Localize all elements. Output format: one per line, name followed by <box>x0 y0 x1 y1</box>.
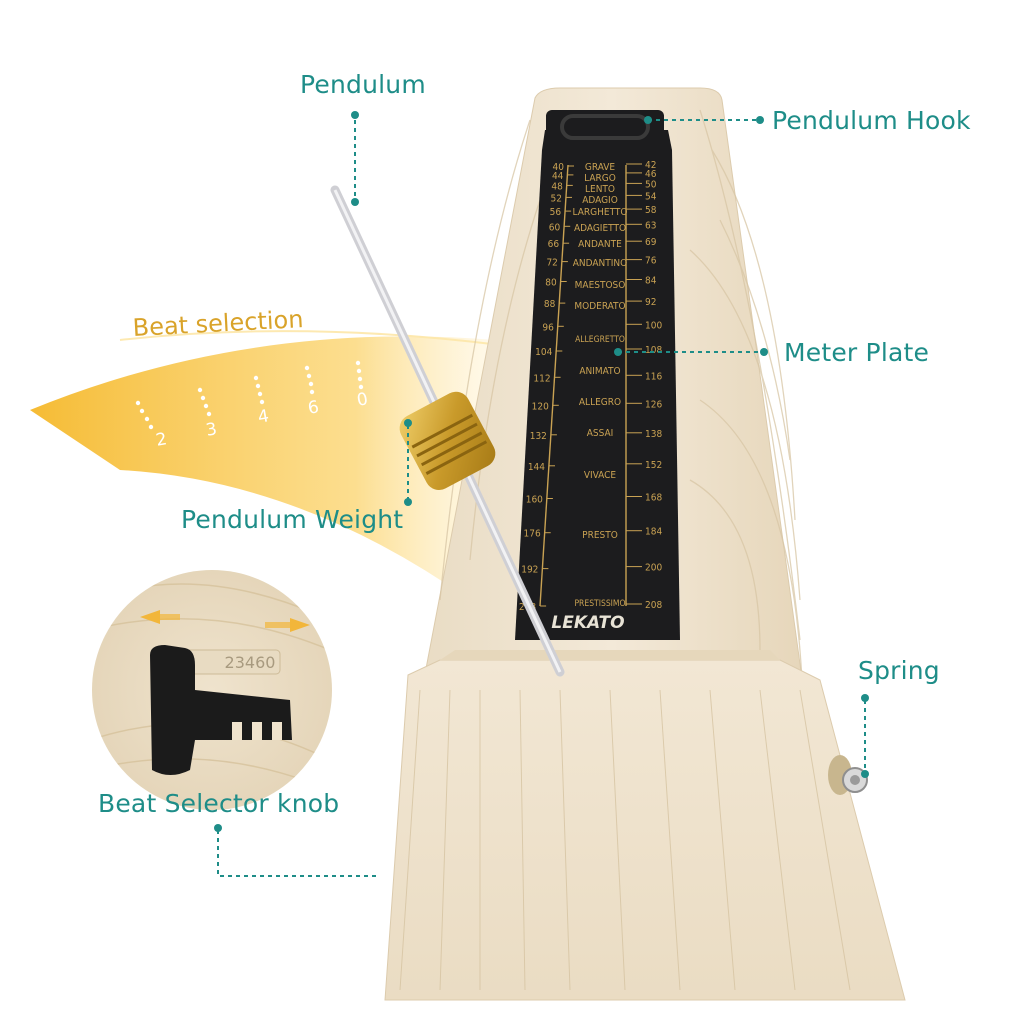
callout-lines <box>217 119 866 877</box>
tempo-left-11: 104 <box>535 347 552 358</box>
brand-logo: LEKATO <box>551 613 624 633</box>
tempo-marking-3: ADAGIO <box>582 195 618 206</box>
tempo-right-15: 152 <box>645 460 662 471</box>
beat-dots <box>135 360 364 430</box>
tempo-right-3: 54 <box>645 191 657 202</box>
tempo-left-7: 72 <box>546 258 557 269</box>
tempo-right-0: 42 <box>645 160 656 171</box>
beat-selector-knob <box>150 645 292 775</box>
tempo-left-17: 176 <box>524 529 541 540</box>
tempo-marking-7: ANDANTINO <box>573 258 627 269</box>
knob-scale-text: 23460 <box>225 653 276 672</box>
tempo-marking-9: MODERATO <box>574 301 625 312</box>
tempo-left-10: 96 <box>542 322 554 333</box>
tempo-left-0: 40 <box>553 162 565 173</box>
beat-selection-fan <box>30 336 495 600</box>
tempo-marking-13: ASSAI <box>587 428 614 439</box>
tempo-marking-10: ALLEGRETTO <box>575 335 625 345</box>
tempo-marking-14: VIVACE <box>584 470 617 481</box>
tempo-left-1: 44 <box>552 171 564 182</box>
tempo-right-17: 184 <box>645 527 662 538</box>
label-pendulum: Pendulum <box>300 70 426 99</box>
wood-grain <box>439 109 803 681</box>
tempo-marking-6: ANDANTE <box>578 239 622 250</box>
tempo-marking-5: ADAGIETTO <box>574 223 626 234</box>
label-pendulum-weight: Pendulum Weight <box>181 505 404 534</box>
tempo-left-15: 144 <box>528 462 545 473</box>
tempo-right-8: 84 <box>645 276 657 287</box>
tempo-left-18: 192 <box>521 565 538 576</box>
tempo-right-5: 63 <box>645 220 656 231</box>
tempo-marking-1: LARGO <box>584 173 616 184</box>
tempo-marking-11: ANIMATO <box>579 366 620 377</box>
tempo-right-1: 46 <box>645 169 657 180</box>
tempo-right-18: 200 <box>645 563 662 574</box>
tempo-marking-4: LARGHETTO <box>573 207 628 218</box>
tempo-left-2: 48 <box>551 181 563 192</box>
tempo-marking-12: ALLEGRO <box>579 397 621 408</box>
tempo-left-4: 56 <box>550 207 562 218</box>
tempo-right-11: 108 <box>645 345 662 356</box>
tempo-left-14: 132 <box>530 431 547 442</box>
tempo-right-2: 50 <box>645 179 657 190</box>
tempo-right-13: 126 <box>645 399 662 410</box>
callout-dots <box>214 111 869 832</box>
label-beat-selector-knob: Beat Selector knob <box>98 789 340 818</box>
label-spring: Spring <box>858 656 940 685</box>
tempo-right-16: 168 <box>645 493 662 504</box>
tempo-left-8: 80 <box>545 278 557 289</box>
tempo-left-3: 52 <box>551 193 562 204</box>
tempo-marking-0: GRAVE <box>585 162 615 173</box>
tempo-left-9: 88 <box>544 299 556 310</box>
label-meter-plate: Meter Plate <box>784 338 930 367</box>
tempo-left-16: 160 <box>526 495 543 506</box>
scale-lines <box>539 164 627 607</box>
tempo-right-19: 208 <box>645 600 662 611</box>
tempo-right-14: 138 <box>645 429 662 440</box>
pendulum-weight <box>399 391 496 490</box>
tempo-right-10: 100 <box>645 320 662 331</box>
tempo-left-13: 120 <box>532 401 549 412</box>
tempo-marking-16: PRESTISSIMO <box>574 599 625 609</box>
meter-plate <box>515 130 680 640</box>
tempo-right-9: 92 <box>645 297 656 308</box>
tempo-right-12: 116 <box>645 371 662 382</box>
tempo-marking-2: LENTO <box>585 184 615 195</box>
tempo-right-4: 58 <box>645 205 657 216</box>
tempo-left-6: 66 <box>548 239 560 250</box>
tempo-left-5: 60 <box>549 222 561 233</box>
tempo-marking-15: PRESTO <box>582 530 618 541</box>
tempo-marking-8: MAESTOSO <box>575 280 626 291</box>
label-pendulum-hook: Pendulum Hook <box>772 106 971 135</box>
tempo-left-12: 112 <box>533 373 550 384</box>
beat-selector-zoom: 23460 <box>92 570 332 810</box>
tempo-right-6: 69 <box>645 237 657 248</box>
tempo-right-7: 76 <box>645 256 657 267</box>
metronome-base <box>384 659 906 1001</box>
pendulum-hook <box>546 110 664 146</box>
